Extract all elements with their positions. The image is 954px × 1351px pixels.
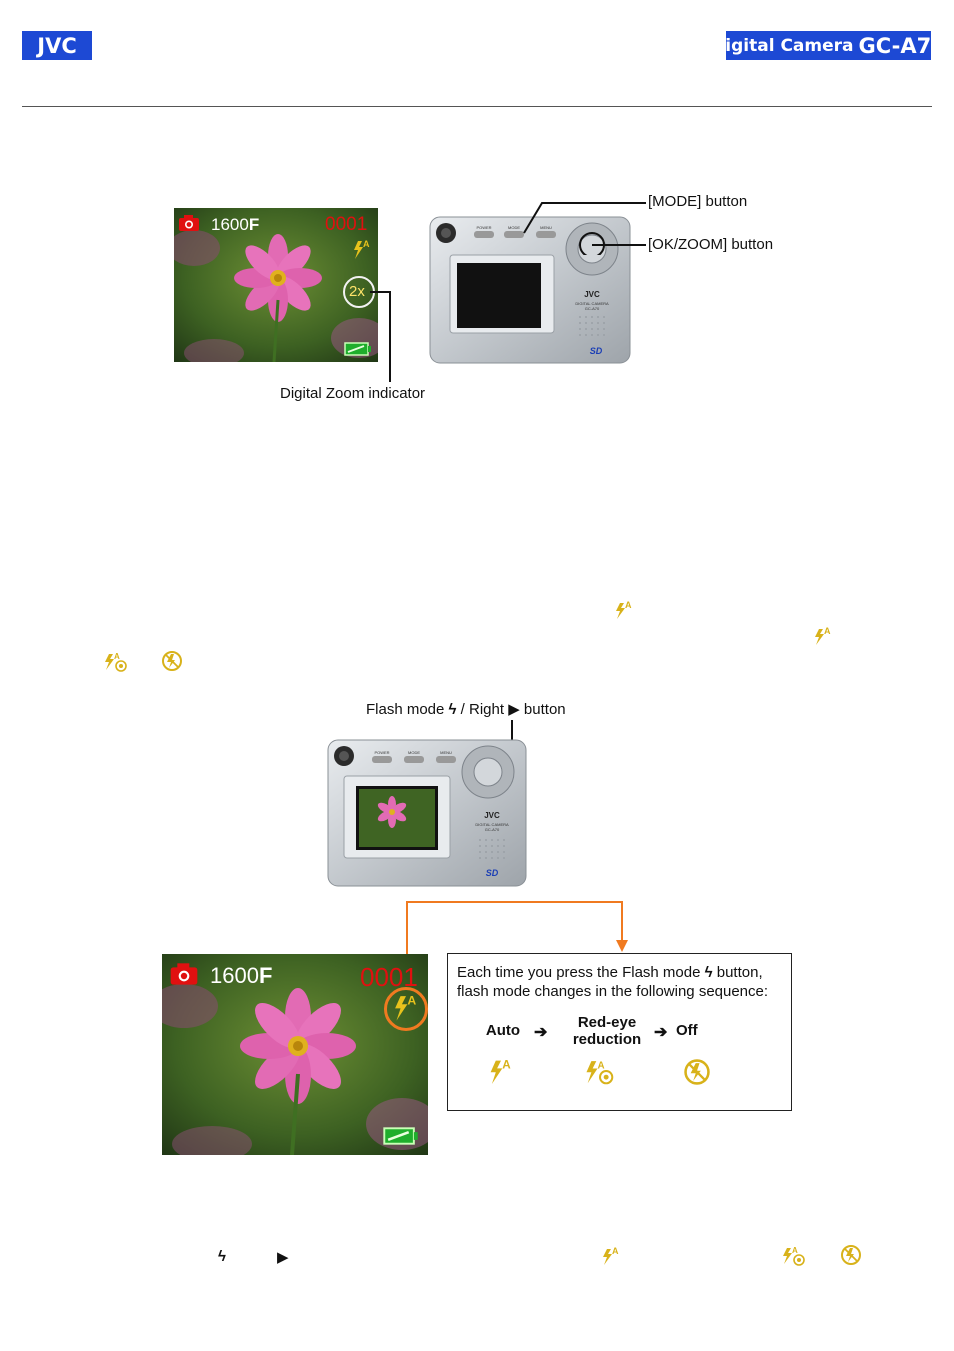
lcd-preview-zoom: 1600F 0001 A 2x: [174, 208, 378, 362]
product-prefix: Digital Camera: [711, 35, 854, 56]
callout-suffix: button: [523, 701, 566, 718]
flash-auto-icon: A: [616, 600, 632, 619]
step-redeye-text-2: reduction: [572, 1031, 642, 1048]
flash-auto-icon: A: [815, 626, 831, 645]
flash-off-icon: [841, 1245, 861, 1265]
flash-bolt-icon: ϟ: [218, 1248, 226, 1265]
flash-redeye-icon: A: [586, 1061, 614, 1085]
step-off-text: Off: [676, 1022, 698, 1039]
flash-bolt-icon: ϟ: [704, 964, 713, 981]
svg-text:A: A: [114, 652, 120, 661]
svg-text:GC-A70: GC-A70: [585, 306, 600, 311]
resolution-value: 1600: [211, 215, 249, 234]
line1-prefix: Each time you press the Flash mode: [457, 964, 701, 981]
svg-text:DIGITAL CAMERA: DIGITAL CAMERA: [575, 301, 609, 306]
lcd-resolution: 1600F: [210, 963, 272, 989]
arrow-right-icon: ➔: [534, 1024, 548, 1041]
svg-text:SD: SD: [590, 346, 603, 356]
arrow-right-icon: ➔: [654, 1024, 668, 1041]
flash-button-callout: Flash mode ϟ / Right ▶ button: [366, 700, 566, 718]
lcd-frame-count: 0001: [325, 214, 368, 235]
flash-off-icon: [162, 651, 182, 671]
sequence-line-2: flash mode changes in the following sequ…: [457, 983, 769, 1000]
line1-suffix: button,: [716, 964, 763, 981]
step-redeye-label: Red-eye reduction: [560, 1014, 654, 1048]
svg-text:A: A: [598, 1061, 605, 1072]
svg-text:A: A: [824, 626, 831, 636]
callout-prefix: Flash mode: [366, 701, 445, 718]
flower-photo: [162, 954, 428, 1155]
camera-mode-icon: [179, 215, 199, 231]
step-auto-text: Auto: [485, 1022, 521, 1039]
right-arrow-icon: ▶: [508, 701, 520, 718]
svg-text:GC-A70: GC-A70: [485, 827, 500, 832]
flash-sequence-box: Each time you press the Flash mode ϟ but…: [447, 953, 792, 1111]
svg-text:MODE: MODE: [408, 750, 420, 755]
svg-text:DIGITAL CAMERA: DIGITAL CAMERA: [475, 822, 509, 827]
mode-button-label: [MODE] button: [648, 193, 748, 210]
svg-text:SD: SD: [486, 868, 499, 878]
flash-bolt-icon: ϟ: [448, 701, 457, 718]
flash-auto-icon: A: [354, 239, 370, 259]
svg-text:A: A: [792, 1246, 798, 1255]
product-model: GC-A70: [858, 33, 946, 58]
quality-value: F: [248, 215, 260, 234]
jvc-logo: JVC: [22, 31, 92, 60]
button-callout-lines: [523, 202, 646, 255]
svg-text:POWER: POWER: [374, 750, 389, 755]
lcd-preview-flash: 1600F 0001 A: [162, 954, 428, 1155]
svg-text:A: A: [363, 239, 370, 249]
ok-zoom-button-label: [OK/ZOOM] button: [648, 236, 774, 253]
right-arrow-icon: ▶: [277, 1249, 289, 1266]
product-logo: Digital Camera GC-A70: [711, 31, 946, 60]
camera-back-illustration: POWER MODE MENU JVC DIGITAL CAMERA GC-A7…: [327, 739, 527, 887]
quality-value: F: [258, 963, 273, 988]
battery-icon: [383, 1127, 418, 1145]
resolution-value: 1600: [210, 963, 259, 988]
step-off-label: Off: [676, 1022, 716, 1039]
svg-text:MENU: MENU: [540, 225, 552, 230]
svg-text:A: A: [502, 1058, 511, 1071]
zoom-indicator-label: Digital Zoom indicator: [280, 385, 426, 402]
step-auto-label: Auto: [478, 1022, 528, 1039]
brand-text: JVC: [37, 33, 77, 58]
flash-auto-icon: A: [490, 1058, 511, 1084]
svg-text:A: A: [612, 1246, 619, 1256]
lcd-resolution: 1600F: [211, 215, 259, 235]
zoom-indicator: 2x: [349, 283, 365, 300]
svg-text:POWER: POWER: [476, 225, 491, 230]
flash-redeye-icon: A: [105, 652, 127, 672]
callout-mid: / Right: [460, 701, 505, 718]
step-redeye-text-1: Red-eye: [577, 1014, 637, 1031]
camera-mode-icon: [170, 963, 198, 985]
header-divider: [22, 106, 932, 107]
zoom-callout-line: [370, 291, 391, 382]
svg-text:A: A: [625, 600, 632, 610]
camera-back-illustration: POWER MODE MENU JVC DIGITAL CAMERA GC-A7…: [429, 216, 631, 364]
svg-text:MODE: MODE: [508, 225, 520, 230]
flash-off-icon: [684, 1059, 710, 1085]
flash-redeye-icon: A: [783, 1246, 805, 1266]
svg-text:A: A: [407, 993, 416, 1007]
flash-auto-icon: A: [395, 993, 416, 1021]
sequence-line-1: Each time you press the Flash mode ϟ but…: [457, 963, 763, 982]
svg-text:MENU: MENU: [440, 750, 452, 755]
svg-text:JVC: JVC: [584, 290, 600, 299]
flash-highlight-ring: [384, 987, 428, 1031]
svg-text:JVC: JVC: [484, 811, 500, 820]
flash-auto-icon: A: [603, 1246, 619, 1265]
sequence-connector: [406, 901, 628, 992]
battery-icon: [344, 342, 371, 356]
